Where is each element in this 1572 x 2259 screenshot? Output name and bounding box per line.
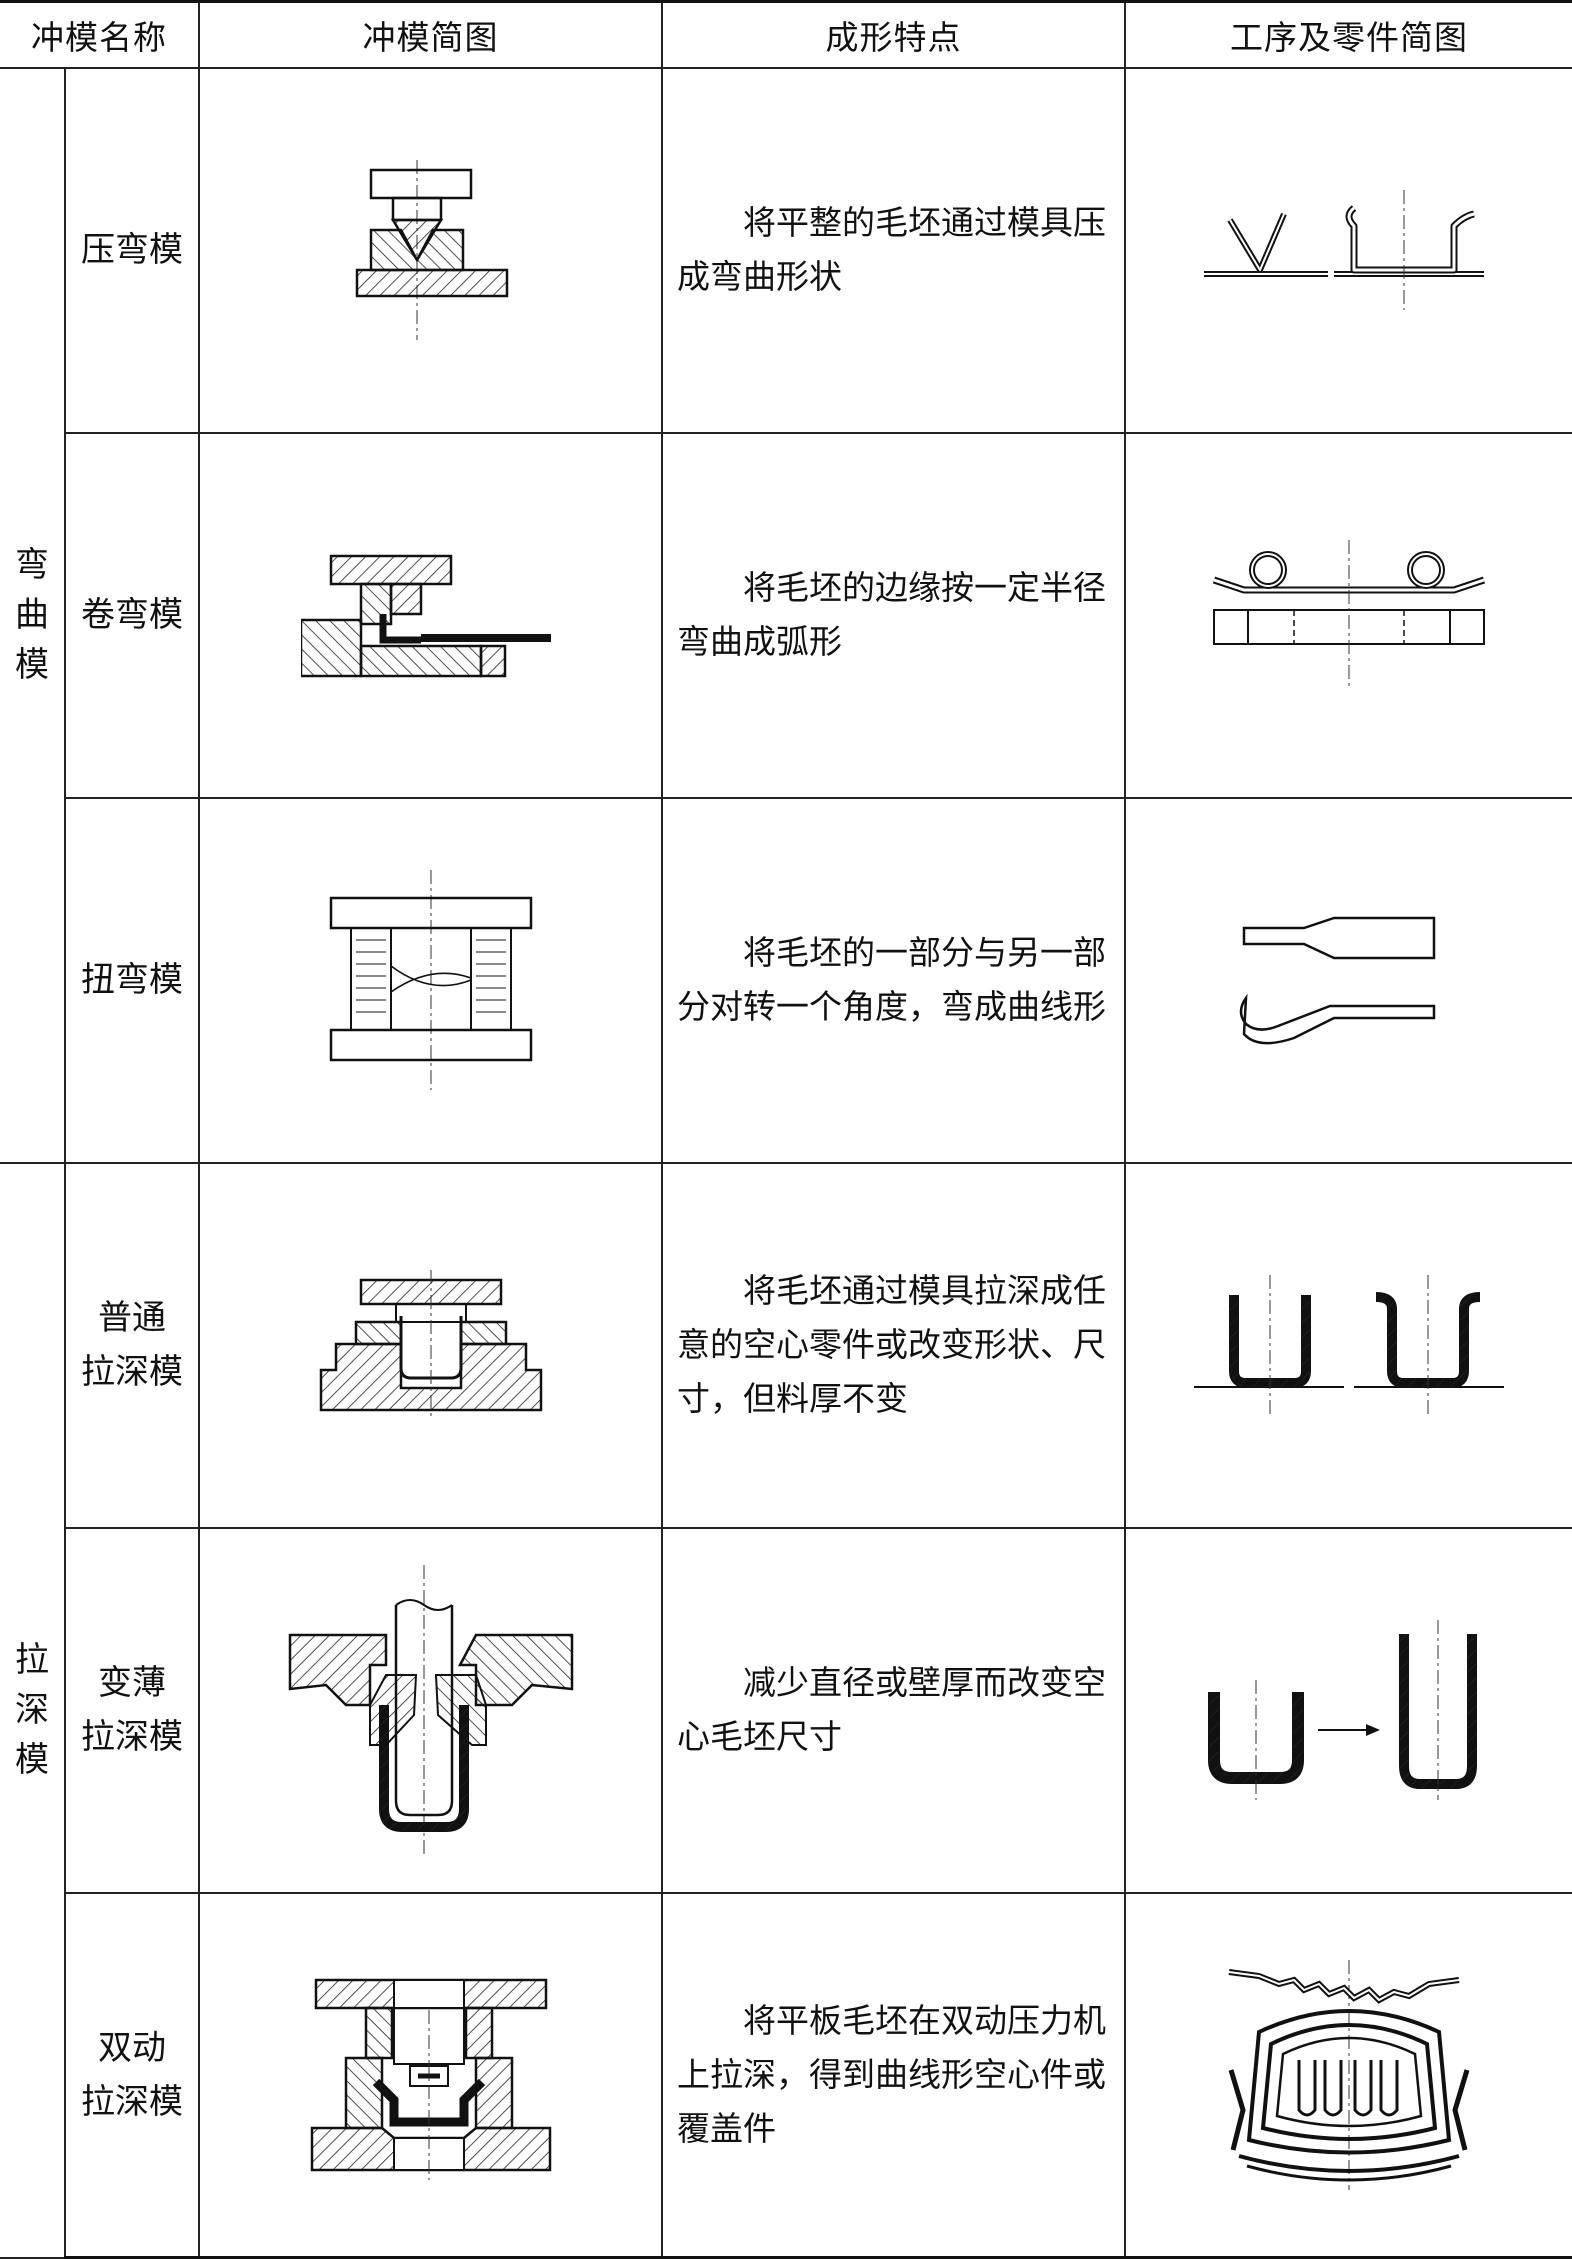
table-row: 扭弯模: [0, 796, 1572, 1164]
die-name: 变薄 拉深模: [65, 1526, 200, 1894]
ordinary-drawing-die-icon: [319, 1270, 542, 1420]
group-label-drawing: 拉 深 模: [0, 1161, 66, 2259]
die-name: 卷弯模: [65, 431, 200, 799]
part-sketch-cell: [1124, 431, 1572, 799]
die-name: 普通 拉深模: [64, 1161, 200, 1529]
header-die-name: 冲模名称: [0, 0, 200, 69]
part-sketch-cell: [1124, 1161, 1572, 1529]
forming-features: 减少直径或壁厚而改变空心毛坯尺寸: [661, 1526, 1126, 1894]
die-sketch-cell: [198, 796, 663, 1164]
header-row: 冲模名称 冲模简图 成形特点 工序及零件简图: [0, 0, 1572, 69]
table-row: 双动 拉深模 将平板毛坯在双动压力机上拉深，得到曲线形空心件或覆盖件: [0, 1891, 1572, 2259]
cover-panel-part-icon: [1228, 1959, 1470, 2190]
die-name: 扭弯模: [65, 796, 200, 1164]
table-row: 卷弯模 将毛坯的边缘按一定半径弯曲成弧形: [0, 431, 1572, 799]
ironing-die-icon: [288, 1565, 573, 1855]
drawn-cup-parts-icon: [1194, 1275, 1504, 1415]
header-die-sketch: 冲模简图: [198, 0, 663, 69]
part-sketch-cell: [1124, 66, 1572, 434]
ironed-cup-parts-icon: [1208, 1620, 1477, 1800]
die-sketch-cell: [198, 66, 663, 434]
die-name: 双动 拉深模: [65, 1891, 200, 2259]
part-sketch-cell: [1124, 1891, 1572, 2259]
twisted-strip-part-icon: [1239, 916, 1436, 1045]
forming-features: 将平板毛坯在双动压力机上拉深，得到曲线形空心件或覆盖件: [661, 1891, 1126, 2259]
forming-features: 将毛坯的一部分与另一部分对转一个角度，弯成曲线形: [661, 796, 1126, 1164]
part-sketch-cell: [1124, 1526, 1572, 1894]
die-sketch-cell: [198, 1526, 663, 1894]
group-label-bending: 弯 曲 模: [0, 66, 66, 1164]
twisting-die-icon: [329, 870, 532, 1090]
curling-die-icon: [300, 554, 551, 678]
forming-features: 将毛坯通过模具拉深成任意的空心零件或改变形状、尺寸，但料厚不变: [661, 1161, 1126, 1529]
double-action-drawing-die-icon: [310, 1978, 551, 2180]
table-row: 弯 曲 模 压弯模 将平整的毛坯通过模具压成弯曲形状: [0, 66, 1572, 1164]
forming-features: 将平整的毛坯通过模具压成弯曲形状: [661, 66, 1126, 434]
table-row: 拉 深 模 普通 拉深模 将毛坯通过模具拉深成任意的空心零件或改变形状、尺寸，但…: [0, 1161, 1572, 2259]
curled-edge-part-icon: [1212, 540, 1486, 690]
press-bending-die-icon: [355, 160, 508, 340]
part-sketch-cell: [1124, 796, 1572, 1164]
die-name: 压弯模: [64, 66, 200, 434]
die-sketch-cell: [198, 431, 663, 799]
die-sketch-cell: [198, 1891, 663, 2259]
header-forming-features: 成形特点: [661, 0, 1126, 69]
header-part-sketch: 工序及零件简图: [1124, 0, 1572, 69]
die-sketch-cell: [198, 1161, 663, 1529]
v-and-u-bent-parts-icon: [1204, 190, 1484, 310]
forming-features: 将毛坯的边缘按一定半径弯曲成弧形: [661, 431, 1126, 799]
table-row: 变薄 拉深模 减少直径或壁厚而改变空心毛坯尺寸: [0, 1526, 1572, 1894]
